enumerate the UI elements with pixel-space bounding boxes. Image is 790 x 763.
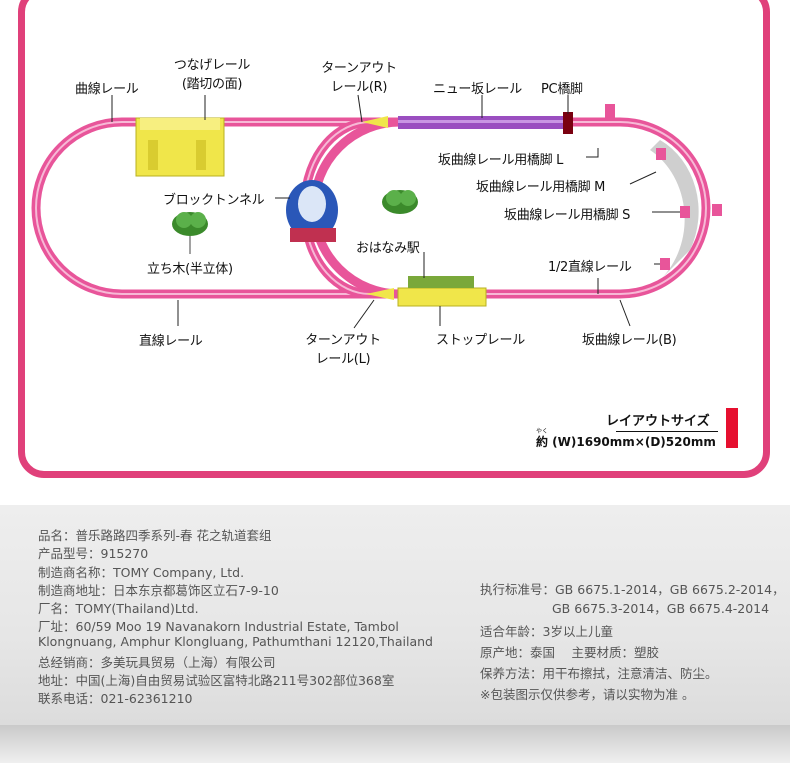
product-model: 产品型号：915270 bbox=[38, 543, 148, 562]
manufacturer-address: 制造商地址：日本东京都葛饰区立石7-9-10 bbox=[38, 580, 279, 599]
label-turnout-r-line1: ターンアウト bbox=[312, 57, 406, 76]
block-tunnel bbox=[286, 180, 338, 242]
label-pier-m: 坂曲線レール用橋脚 M bbox=[476, 176, 605, 195]
tree-left bbox=[172, 212, 208, 254]
distributor: 总经销商：多美玩具贸易（上海）有限公司 bbox=[38, 652, 276, 671]
label-connect-rail: つなげレール (踏切の面) bbox=[168, 54, 256, 92]
label-tree: 立ち木(半立体) bbox=[147, 258, 233, 277]
label-pier-s: 坂曲線レール用橋脚 S bbox=[504, 204, 630, 223]
label-new-slope-rail: ニュー坂レール bbox=[433, 78, 522, 97]
product-info-panel: 品名：普乐路路四季系列-春 花之轨道套组 产品型号：915270 制造商名称：T… bbox=[0, 505, 790, 725]
layout-size-marker bbox=[726, 408, 738, 448]
label-straight-rail: 直線レール bbox=[139, 330, 203, 349]
layout-size-title: レイアウトサイズ bbox=[606, 410, 710, 429]
label-turnout-l-line2: レール(L) bbox=[296, 348, 390, 367]
factory: 厂名：TOMY(Thailand)Ltd. bbox=[38, 598, 199, 617]
factory-address-line1: 厂址：60/59 Moo 19 Navanakorn Industrial Es… bbox=[38, 616, 399, 635]
tree-center bbox=[382, 190, 418, 214]
age-range: 适合年龄：3岁以上儿童 bbox=[480, 621, 613, 640]
care-method: 保养方法：用干布擦拭，注意清洁、防尘。 bbox=[480, 663, 718, 682]
manufacturer: 制造商名称：TOMY Company, Ltd. bbox=[38, 562, 244, 581]
label-turnout-r-line2: レール(R) bbox=[312, 76, 406, 95]
distributor-address: 地址：中国(上海)自由贸易试验区富特北路211号302部位368室 bbox=[38, 670, 394, 689]
label-connect-rail-line2: (踏切の面) bbox=[168, 73, 256, 92]
layout-diagram-panel: 曲線レール つなげレール (踏切の面) ターンアウト レール(R) ニュー坂レー… bbox=[0, 0, 790, 492]
label-half-straight: 1/2直線レール bbox=[548, 256, 632, 275]
pc-pier bbox=[563, 112, 573, 134]
layout-size-value: 約 (W)1690mm×(D)520mm bbox=[536, 433, 716, 450]
label-turnout-r: ターンアウト レール(R) bbox=[312, 57, 406, 95]
standard-line1: 执行标准号：GB 6675.1-2014，GB 6675.2-2014， bbox=[480, 579, 785, 598]
label-curve-rail: 曲線レール bbox=[75, 78, 139, 97]
label-pier-l: 坂曲線レール用橋脚 L bbox=[438, 149, 563, 168]
reference-note: ※包装图示仅供参考，请以实物为准 。 bbox=[480, 684, 694, 703]
label-slope-curve-b: 坂曲線レール(B) bbox=[582, 329, 676, 348]
label-ohanami-station: おはなみ駅 bbox=[356, 237, 420, 256]
label-turnout-l: ターンアウト レール(L) bbox=[296, 329, 390, 367]
label-turnout-l-line1: ターンアウト bbox=[296, 329, 390, 348]
label-connect-rail-line1: つなげレール bbox=[168, 54, 256, 73]
product-name: 品名：普乐路路四季系列-春 花之轨道套组 bbox=[38, 525, 272, 544]
standard-line2: GB 6675.3-2014，GB 6675.4-2014 bbox=[552, 598, 769, 617]
bottom-shadow bbox=[0, 725, 790, 763]
station bbox=[398, 288, 486, 306]
label-block-tunnel: ブロックトンネル bbox=[163, 189, 264, 208]
origin-material: 原产地：泰国 主要材质：塑胶 bbox=[480, 642, 659, 661]
label-stop-rail: ストップレール bbox=[436, 329, 525, 348]
layout-size-underline bbox=[616, 431, 718, 432]
factory-address-line2: Klongnuang, Amphur Klongluang, Pathumtha… bbox=[38, 634, 433, 649]
label-pc-pier: PC橋脚 bbox=[541, 78, 583, 97]
phone: 联系电话：021-62361210 bbox=[38, 688, 193, 707]
